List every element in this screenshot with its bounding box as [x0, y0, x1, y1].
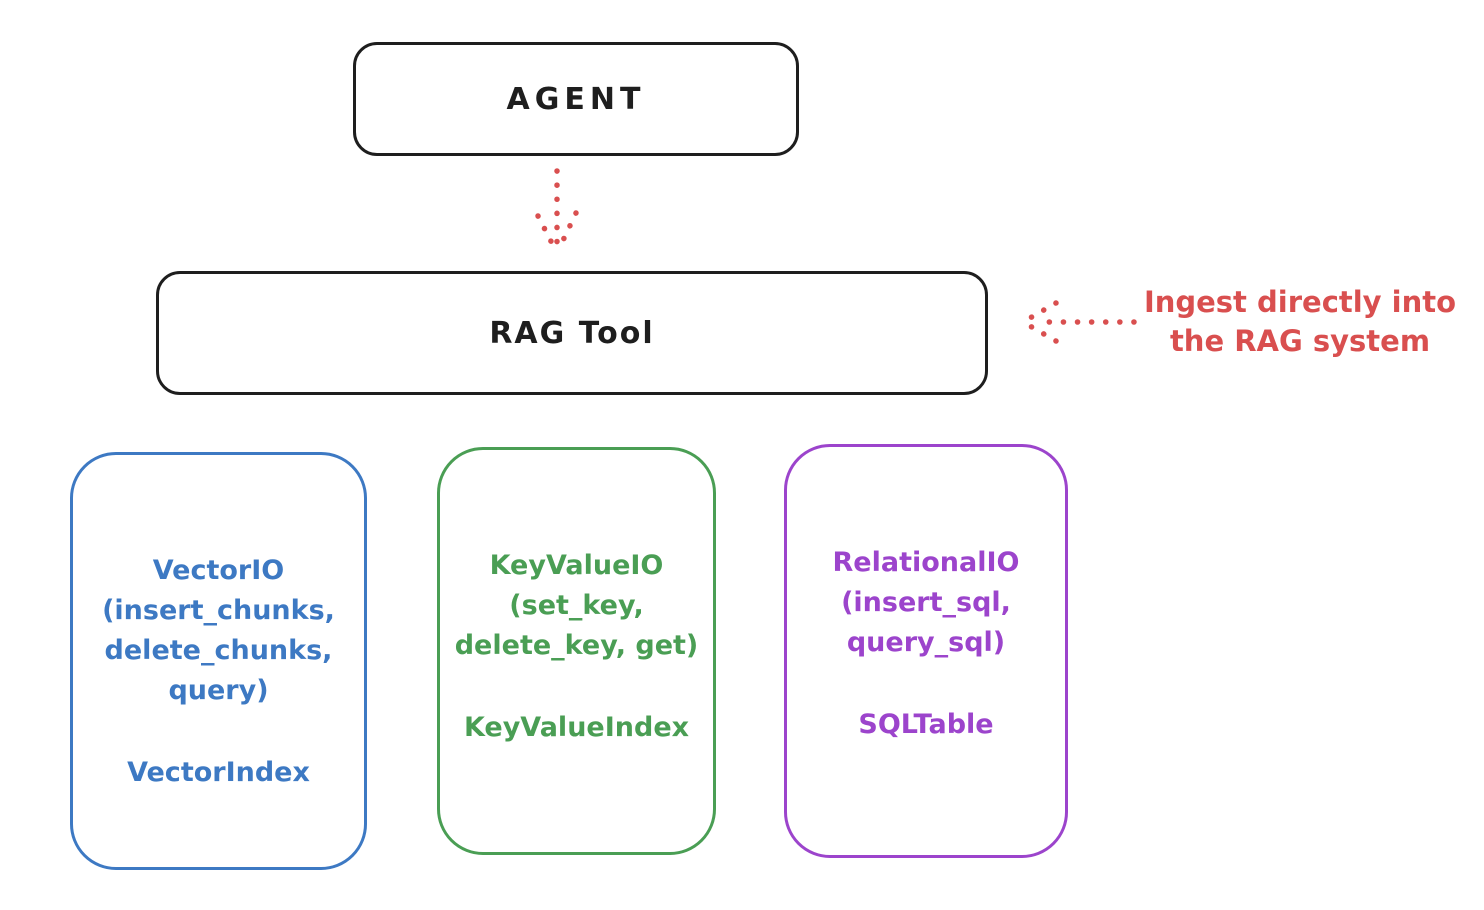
rag-tool-label: RAG Tool: [489, 315, 655, 351]
ingest-annotation-arrow: [1020, 300, 1137, 344]
vectorio-box: VectorIO (insert_chunks, delete_chunks, …: [70, 452, 367, 870]
vectorio-line: (insert_chunks,: [102, 595, 335, 626]
keyvalueio-line: delete_key, get): [454, 630, 699, 661]
vectorio-index-label: VectorIndex: [127, 757, 310, 788]
keyvalueio-line: (set_key,: [509, 590, 644, 621]
vectorio-line: query): [168, 675, 269, 706]
keyvalueio-box: KeyValueIO (set_key, delete_key, get) Ke…: [437, 447, 716, 855]
agent-label: AGENT: [506, 81, 646, 117]
relationalio-line: query_sql): [846, 627, 1006, 658]
vectorio-methods: VectorIO (insert_chunks, delete_chunks, …: [73, 551, 364, 711]
keyvalueio-methods: KeyValueIO (set_key, delete_key, get): [440, 546, 713, 666]
rag-tool-box: RAG Tool: [156, 271, 988, 395]
keyvalueio-line: KeyValueIO: [489, 550, 664, 581]
agent-to-rag-arrow: [535, 168, 579, 254]
relationalio-box: RelationalIO (insert_sql, query_sql) SQL…: [784, 444, 1068, 858]
agent-box: AGENT: [353, 42, 799, 156]
keyvalueio-index-label: KeyValueIndex: [463, 712, 690, 743]
relationalio-index-label: SQLTable: [858, 709, 994, 740]
vectorio-line: VectorIO: [152, 555, 285, 586]
relationalio-line: RelationalIO: [832, 547, 1020, 578]
ingest-annotation-line2: the RAG system: [1169, 324, 1431, 358]
relationalio-line: (insert_sql,: [841, 587, 1011, 618]
ingest-annotation-line1: Ingest directly into: [1143, 285, 1457, 319]
ingest-annotation: Ingest directly into the RAG system: [1130, 283, 1470, 361]
relationalio-methods: RelationalIO (insert_sql, query_sql): [787, 543, 1065, 663]
vectorio-line: delete_chunks,: [104, 635, 333, 666]
